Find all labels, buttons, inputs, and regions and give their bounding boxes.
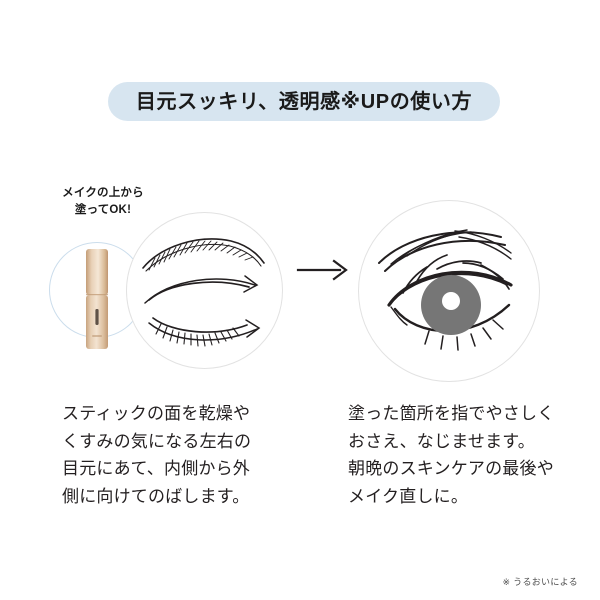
- cosmetic-stick-illustration: [79, 247, 115, 351]
- step-arrow-icon: [296, 259, 348, 281]
- page-title: 目元スッキリ、透明感※UPの使い方: [135, 90, 473, 113]
- stick-callout-label: メイクの上から 塗ってOK!: [48, 185, 158, 218]
- closed-eye-circle-frame: [126, 212, 283, 369]
- open-eye-illustration: [378, 229, 513, 351]
- step-right-line-2: おさえ、なじませます。: [348, 431, 535, 451]
- step-left-text: スティックの面を乾燥や くすみの気になる左右の 目元にあて、内側から外 側に向け…: [62, 400, 251, 510]
- step-right-text: 塗った箇所を指でやさしく おさえ、なじませます。 朝晩のスキンケアの最後や メイ…: [348, 400, 554, 510]
- step-left-line-2: くすみの気になる左右の: [62, 431, 252, 451]
- step-right-line-4: メイク直しに。: [348, 486, 469, 506]
- step-left-line-3: 目元にあて、内側から外: [62, 459, 251, 479]
- step-left-line-1: スティックの面を乾燥や: [62, 404, 251, 423]
- footnote: ※ うるおいによる: [502, 577, 578, 587]
- closed-eye-illustration: [142, 238, 265, 347]
- open-eye-circle-frame: [358, 200, 540, 382]
- step-right-line-1: 塗った箇所を指でやさしく: [348, 404, 555, 423]
- pupil-highlight: [442, 292, 460, 310]
- stick-callout-line-2: 塗ってOK!: [74, 203, 132, 216]
- stick-callout-line-1: メイクの上から: [62, 187, 144, 199]
- step-right-line-3: 朝晩のスキンケアの最後や: [348, 459, 554, 479]
- step-left-line-4: 側に向けてのばします。: [62, 486, 250, 506]
- page-title-banner: 目元スッキリ、透明感※UPの使い方: [108, 82, 500, 121]
